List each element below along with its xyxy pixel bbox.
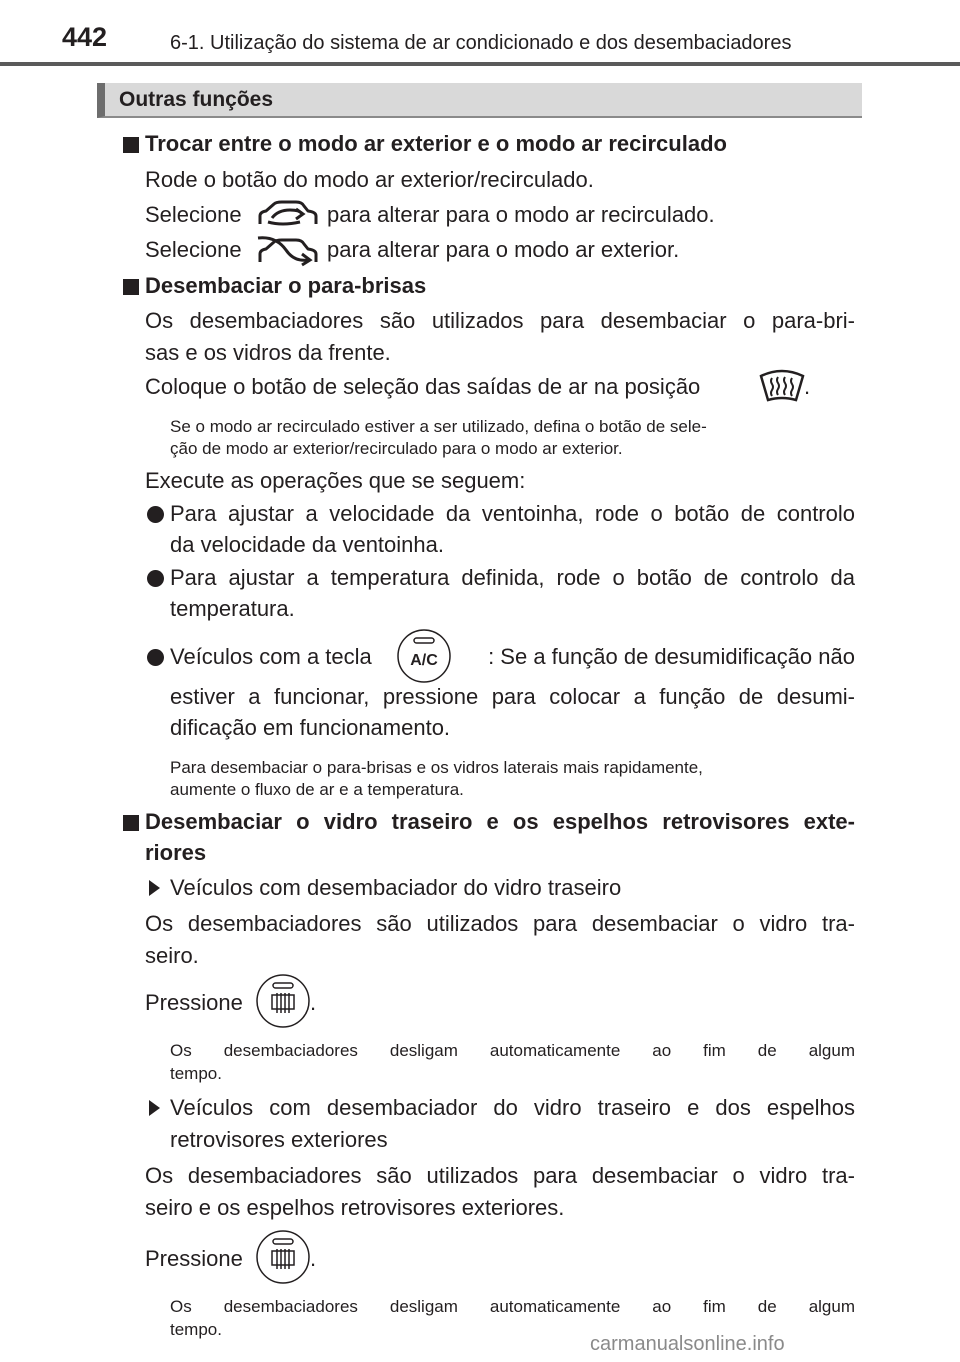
- note-faster-line1: Para desembaciar o para-brisas e os vidr…: [170, 758, 703, 777]
- bullet3-line3: dificação em funcionamento.: [170, 715, 451, 740]
- case2-title-line2: retrovisores exteriores: [170, 1127, 388, 1152]
- press-period-2: .: [310, 1246, 317, 1271]
- round-bullet-icon: [147, 506, 164, 523]
- triangle-bullet-icon: [149, 880, 160, 896]
- windshield-para-line2: sas e os vidros da frente.: [145, 340, 391, 365]
- bullet1-line2: da velocidade da ventoinha.: [170, 532, 444, 557]
- square-bullet-icon: [123, 279, 139, 295]
- recirculated-air-icon: [258, 200, 318, 226]
- case2-para-line2: seiro e os espelhos retrovisores exterio…: [145, 1195, 565, 1220]
- press-label-1: Pressione: [145, 990, 243, 1015]
- bullet1-line1: Para ajustar a velocidade da ventoinha, …: [170, 501, 855, 526]
- watermark: carmanualsonline.info: [590, 1333, 785, 1355]
- case1-para-line1: Os desembaciadores são utilizados para d…: [145, 911, 855, 936]
- rear-defrost-button-icon: [256, 1230, 310, 1284]
- select-outside-prefix: Selecione: [145, 237, 242, 262]
- press-period-1: .: [310, 990, 317, 1015]
- page-number: 442: [62, 22, 108, 52]
- note-recirc-line2: ção de modo ar exterior/recirculado para…: [170, 439, 623, 458]
- ac-button-label: A/C: [410, 652, 438, 669]
- recirc-line1: Rode o botão do modo ar exterior/recircu…: [145, 167, 594, 192]
- bullet2-line2: temperatura.: [170, 596, 295, 621]
- triangle-bullet-icon: [149, 1100, 160, 1116]
- bullet2-line1: Para ajustar a temperatura definida, rod…: [170, 565, 855, 590]
- bullet3-suffix: : Se a função de desumidificação não: [488, 644, 855, 669]
- square-bullet-icon: [123, 137, 139, 153]
- square-bullet-icon: [123, 815, 139, 831]
- rear-heading-line2: riores: [145, 840, 207, 865]
- case2-para-line1: Os desembaciadores são utilizados para d…: [145, 1163, 855, 1188]
- note-recirc-line1: Se o modo ar recirculado estiver a ser u…: [170, 417, 707, 436]
- select-outside-suffix: para alterar para o modo ar exterior.: [327, 237, 680, 262]
- outside-air-icon: [257, 236, 318, 267]
- case2-title-line1: Veículos com desembaciador do vidro tras…: [170, 1095, 855, 1120]
- page-header: 442 6-1. Utilização do sistema de ar con…: [0, 0, 960, 68]
- ac-button-icon: A/C: [397, 629, 451, 683]
- select-recirc-prefix: Selecione: [145, 202, 242, 227]
- round-bullet-icon: [147, 649, 164, 666]
- press-label-2: Pressione: [145, 1246, 243, 1271]
- case1-para-line2: seiro.: [145, 943, 199, 968]
- position-instruction: Coloque o botão de seleção das saídas de…: [145, 374, 701, 399]
- bullet3-prefix: Veículos com a tecla: [170, 644, 372, 669]
- windshield-para-line1: Os desembaciadores são utilizados para d…: [145, 308, 855, 333]
- case1-title: Veículos com desembaciador do vidro tras…: [170, 875, 622, 900]
- auto-off-note-1-line2: tempo.: [170, 1064, 222, 1083]
- rear-defrost-button-icon: [256, 974, 310, 1028]
- rear-heading-line1: Desembaciar o vidro traseiro e os espelh…: [145, 809, 855, 834]
- recirc-heading: Trocar entre o modo ar exterior e o modo…: [145, 131, 727, 156]
- position-period: .: [804, 374, 811, 399]
- chapter-title: 6-1. Utilização do sistema de ar condici…: [170, 32, 792, 54]
- windshield-heading: Desembaciar o para-brisas: [145, 273, 427, 298]
- select-recirc-suffix: para alterar para o modo ar recirculado.: [327, 202, 715, 227]
- section-header: Outras funções: [97, 83, 862, 118]
- auto-off-note-2-line1: Os desembaciadores desligam automaticame…: [170, 1297, 855, 1316]
- auto-off-note-2-line2: tempo.: [170, 1320, 222, 1339]
- bullet3-line2: estiver a funcionar, pressione para colo…: [170, 684, 855, 709]
- section-title: Outras funções: [119, 88, 274, 111]
- auto-off-note-1-line1: Os desembaciadores desligam automaticame…: [170, 1041, 855, 1060]
- windshield-defrost-icon: [759, 369, 805, 402]
- header-divider: [0, 62, 960, 66]
- ops-intro: Execute as operações que se seguem:: [145, 468, 526, 493]
- note-faster-line2: aumente o fluxo de ar e a temperatura.: [170, 780, 464, 799]
- round-bullet-icon: [147, 570, 164, 587]
